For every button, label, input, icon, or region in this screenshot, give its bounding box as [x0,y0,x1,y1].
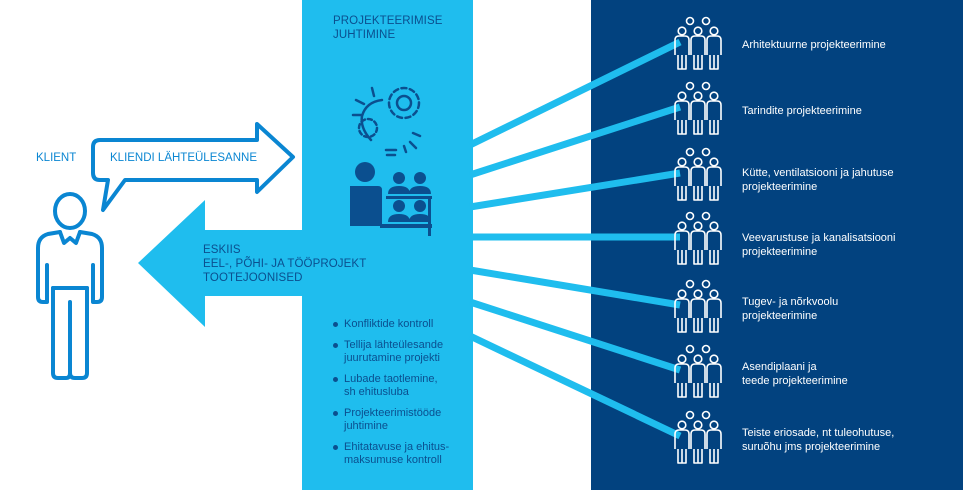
specialty-label: Asendiplaani ja teede projekteerimine [742,360,952,388]
specialty-line: Tarindite projekteerimine [742,105,862,117]
management-title: PROJEKTEERIMISE JUHTIMINE [333,14,468,42]
specialty-line: Arhitektuurne projekteerimine [742,39,886,51]
specialty-line: Asendiplaani ja [742,361,817,373]
team-icon [674,410,722,464]
specialty-line: projekteerimine [742,310,818,322]
management-task-list: Konfliktide kontroll Tellija lähteülesan… [330,318,470,475]
team-icon [674,81,722,135]
team-icons [674,16,722,464]
client-label: KLIENT [36,152,77,164]
team-icon [674,211,722,265]
specialty-label: Teiste eriosade, nt tuleohutuse, suruõhu … [742,426,952,454]
connector-line [468,103,682,179]
specialty-label: Tugev- ja nõrkvoolu projekteerimine [742,295,952,323]
management-panel [302,0,473,490]
deliverables-label: ESKIIS EEL-, PÕHI- JA TÖÖPROJEKT TOOTEJO… [203,243,393,285]
task-line: Ehitatavuse ja ehitus- [344,440,450,453]
connector-line [468,38,682,149]
specialty-line: Veevarustuse ja kanalisatsiooni [742,232,896,244]
deliverable-item: TOOTEJOONISED [203,272,303,284]
lightbulb-gears-team-icon [350,86,432,236]
bullet-icon [333,342,338,348]
connector-line [469,266,681,309]
management-title-line: PROJEKTEERIMISE [333,15,443,27]
specialty-label: Arhitektuurne projekteerimine [742,38,952,52]
request-arrow [91,122,295,212]
connector-line [468,298,682,374]
task-line: Tellija lähteülesande [344,338,444,351]
task-line: Lubade taotlemine, [344,372,438,385]
team-icon [674,344,722,398]
task-line: maksumuse kontroll [344,454,442,466]
task-line: sh ehitusluba [344,386,409,398]
bullet-icon [333,444,338,450]
request-arrow-label: KLIENDI LÄHTEÜLESANNE [110,152,257,164]
specialty-line: Teiste eriosade, nt tuleohutuse, [742,427,895,439]
specialty-line: Kütte, ventilatsiooni ja jahutuse [742,167,894,179]
client-person-icon [36,192,104,380]
connector-lines [468,38,682,440]
team-icon [674,147,722,201]
bullet-icon [333,376,338,382]
specialty-line: teede projekteerimine [742,375,848,387]
connector-line [468,332,682,440]
deliverable-item: EEL-, PÕHI- JA TÖÖPROJEKT [203,258,367,270]
task-item: Lubade taotlemine,sh ehitusluba [330,373,470,400]
specialty-line: suruõhu jms projekteerimine [742,441,881,453]
specialty-line: projekteerimine [742,181,818,193]
specialty-label: Veevarustuse ja kanalisatsiooni projektee… [742,231,952,259]
task-item: Konfliktide kontroll [330,318,470,332]
specialty-label: Kütte, ventilatsiooni ja jahutuse projekt… [742,166,952,194]
deliverables-arrow [138,200,302,327]
management-title-line: JUHTIMINE [333,29,396,41]
bullet-icon [333,322,338,327]
task-line: Konfliktide kontroll [344,318,434,330]
task-line: juurutamine projekti [344,352,440,364]
specialties-panel [591,0,963,490]
team-icon [674,16,722,70]
specialty-line: projekteerimine [742,246,818,258]
team-icon [674,279,722,333]
specialty-line: Tugev- ja nõrkvoolu [742,296,839,308]
task-item: Ehitatavuse ja ehitus-maksumuse kontroll [330,441,470,468]
specialty-label: Tarindite projekteerimine [742,104,952,118]
task-line: juhtimine [344,420,389,432]
deliverable-item: ESKIIS [203,244,241,256]
task-line: Projekteerimistööde [344,406,442,419]
bullet-icon [333,410,338,416]
connector-line [469,169,681,211]
